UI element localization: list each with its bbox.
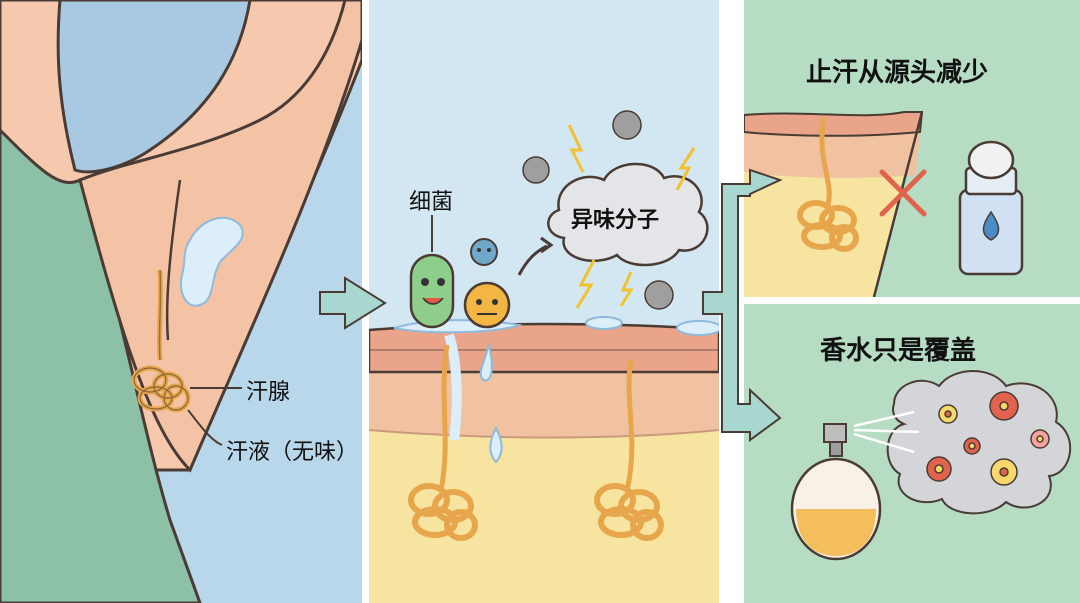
sweat-label: 汗液（无味） — [226, 440, 359, 465]
odor-molecules-label: 异味分子 — [571, 208, 660, 233]
antiperspirant-illustration — [744, 111, 1024, 297]
roll-on-bottle-icon — [958, 140, 1024, 276]
orange-bacterium — [463, 281, 511, 329]
antiperspirant-panel: 止汗从源头减少 — [744, 0, 1080, 297]
armpit-illustration — [0, 0, 362, 603]
sweat-gland-coil-1 — [408, 483, 478, 541]
perfume-bottle-icon — [790, 423, 882, 561]
skin-cross-section — [369, 110, 719, 603]
cross-mark-icon — [879, 169, 927, 217]
sweat-gland-label: 汗腺 — [246, 380, 291, 405]
skin-section-panel: 细菌 异味分子 — [369, 0, 719, 603]
sweat-gland-coil-2 — [594, 483, 664, 541]
armpit-panel: 汗腺 汗液（无味） — [0, 0, 362, 603]
perfume-title: 香水只是覆盖 — [820, 336, 977, 366]
small-bacterium — [470, 238, 498, 266]
bacteria-label: 细菌 — [409, 190, 454, 215]
flower-icons — [926, 391, 1050, 486]
antiperspirant-title: 止汗从源头减少 — [806, 58, 989, 88]
perfume-panel: 香水只是覆盖 — [744, 304, 1080, 603]
perfume-illustration — [790, 370, 1072, 561]
green-bacterium — [409, 253, 455, 329]
